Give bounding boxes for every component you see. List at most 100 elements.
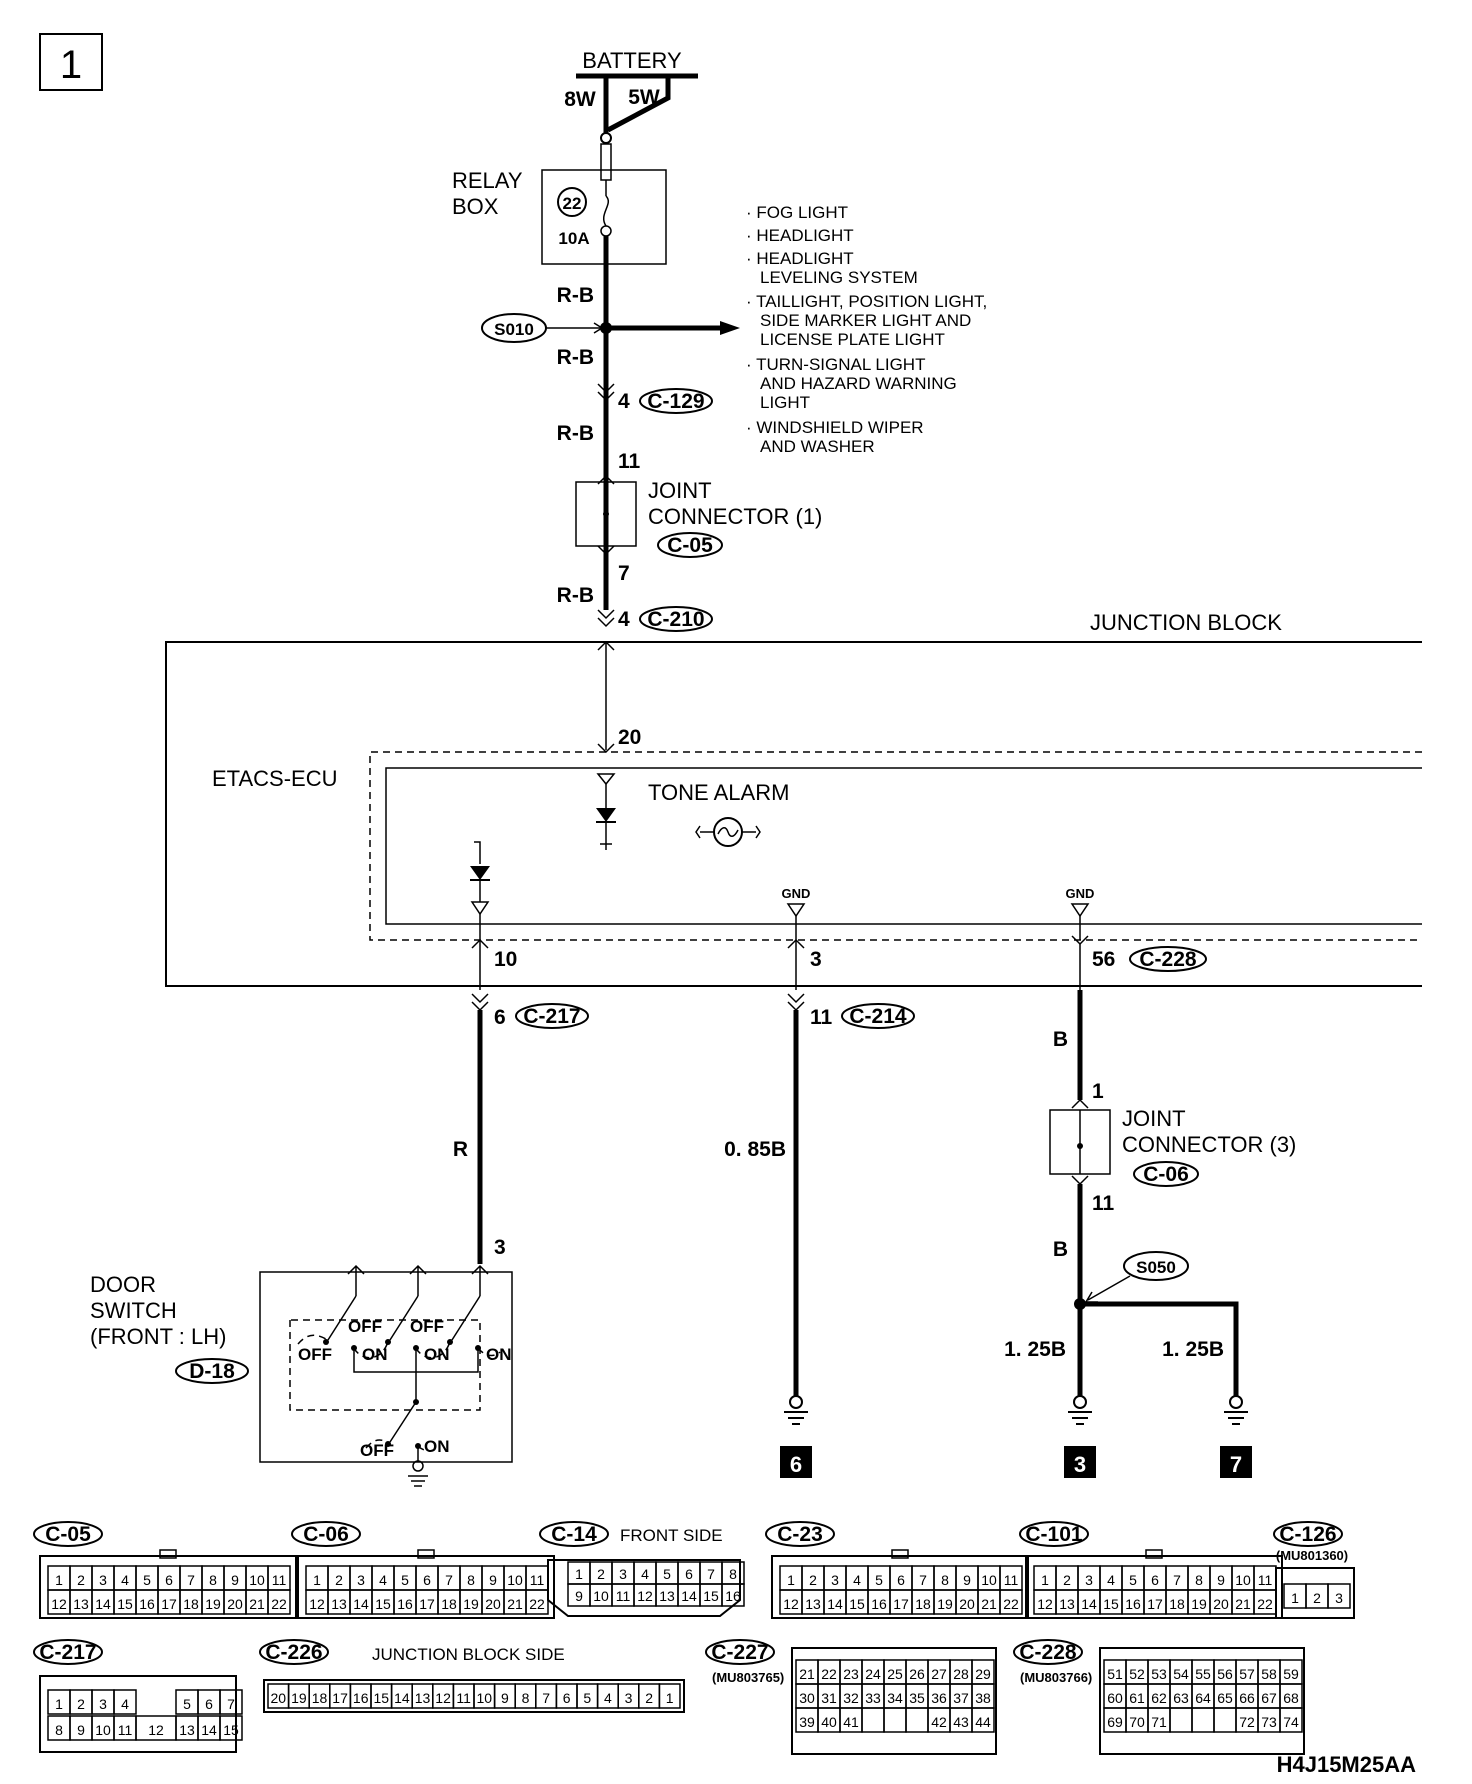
svg-text:C-228: C-228 [1139, 948, 1197, 971]
svg-text:B: B [1053, 1028, 1068, 1051]
connector-view-c-06-pin: 9 [489, 1572, 497, 1588]
connector-view-c-228-pin: 63 [1173, 1690, 1189, 1706]
connector-view-c-14-pin: 11 [616, 1588, 631, 1604]
connector-view-c-101-id-oval [1019, 1521, 1089, 1547]
connector-view-c-101-pin: 4 [1107, 1572, 1115, 1588]
connector-view-c-226-pin: 10 [477, 1690, 493, 1706]
ref-box-7 [1220, 1446, 1252, 1478]
door-switch-state-labels: OFF OFF OFF ON ON ON OFF ON [298, 1317, 512, 1460]
connector-view-c-06-pin: 4 [379, 1572, 387, 1588]
svg-text:C-210: C-210 [647, 608, 704, 631]
svg-text:· WINDSHIELD WIPER: · WINDSHIELD WIPER [746, 418, 924, 437]
connector-view-c-05-cell [267, 1589, 291, 1615]
svg-text:SIDE MARKER LIGHT AND: SIDE MARKER LIGHT AND [760, 311, 971, 330]
connector-view-c-06-pin: 19 [463, 1596, 479, 1612]
connector-view-c-101-pin: 12 [1037, 1596, 1053, 1612]
connector-view-c-06-pin: 1 [313, 1572, 321, 1588]
connector-view-c-101-pin: 20 [1213, 1596, 1229, 1612]
connector-view-c-101-pin: 19 [1191, 1596, 1207, 1612]
svg-text:11: 11 [618, 450, 641, 473]
connector-view-c-228-pin: 69 [1107, 1714, 1123, 1730]
connector-view-c-06-pin: 6 [423, 1572, 431, 1588]
connector-view-c-101-id: C-101 [1025, 1523, 1083, 1546]
svg-text:OFF: OFF [348, 1317, 382, 1336]
connector-view-c-05-pin: 1 [55, 1572, 63, 1588]
connector-view-c-101-pin: 9 [1217, 1572, 1225, 1588]
connector-view-c-23-pin: 11 [1004, 1572, 1019, 1588]
connector-view-c-06-pin: 17 [419, 1596, 435, 1612]
connector-view-c-14-pin: 4 [641, 1566, 649, 1582]
connector-view-c-217-id: C-217 [39, 1641, 96, 1664]
connector-view-c-228-pin: 53 [1151, 1666, 1167, 1682]
svg-text:LEVELING SYSTEM: LEVELING SYSTEM [760, 268, 918, 287]
connector-view-c-227-cell [861, 1707, 885, 1733]
connector-view-c-217-cell [113, 1689, 137, 1715]
svg-text:0. 85B: 0. 85B [724, 1138, 786, 1161]
svg-text:B: B [1053, 1238, 1068, 1261]
connector-view-c-217-id-oval [33, 1639, 103, 1665]
connector-view-c-228-pin: 55 [1195, 1666, 1211, 1682]
svg-text:3: 3 [494, 1236, 506, 1259]
svg-text:C-05: C-05 [667, 534, 713, 557]
etacs-ecu-inner [385, 767, 1422, 925]
connector-view-c-228-pin: 56 [1217, 1666, 1233, 1682]
connector-view-c-226-pin: 7 [542, 1690, 550, 1706]
connector-view-c-14-pin: 5 [663, 1566, 671, 1582]
connector-view-c-05-pin: 5 [143, 1572, 151, 1588]
connector-view-c-227-pin: 26 [909, 1666, 925, 1682]
wire-rb-2: R-B [557, 346, 594, 369]
connector-view-c-217-pin: 5 [183, 1696, 191, 1712]
svg-text:C-217: C-217 [523, 1005, 580, 1028]
connector-view-c-217-pin: 13 [179, 1722, 195, 1738]
svg-text:(FRONT : LH): (FRONT : LH) [90, 1324, 226, 1349]
svg-text:· TAILLIGHT, POSITION LIGHT,: · TAILLIGHT, POSITION LIGHT, [746, 292, 987, 311]
connector-view-c-228-pin: 74 [1283, 1714, 1299, 1730]
wire-5w-label: 5W [628, 86, 660, 109]
connector-view-c-05-pin: 17 [161, 1596, 177, 1612]
connector-view-c-101-pin: 13 [1059, 1596, 1075, 1612]
connector-view-c-23-pin: 17 [893, 1596, 909, 1612]
connector-view-c-227-pin: 27 [931, 1666, 947, 1682]
connector-view-c-101-pin: 22 [1257, 1596, 1273, 1612]
connector-view-c-227-id: C-227 [711, 1641, 768, 1664]
connector-view-c-227-pin: 21 [799, 1666, 815, 1682]
connector-view-c-23-pin: 6 [897, 1572, 905, 1588]
connector-view-c-217-pin: 12 [148, 1722, 164, 1738]
connector-view-c-126-pin: 3 [1335, 1590, 1343, 1606]
connector-view-c-226-pin: 19 [291, 1690, 307, 1706]
door-switch [259, 1271, 513, 1463]
svg-text:S050: S050 [1136, 1258, 1176, 1277]
connector-view-c-228-cell [1191, 1707, 1215, 1733]
connector-view-c-226-cell [658, 1683, 681, 1709]
connector-c129 [639, 388, 713, 414]
svg-text:CONNECTOR (3): CONNECTOR (3) [1122, 1132, 1296, 1157]
connector-view-c-226-id-oval [259, 1639, 329, 1665]
connector-view-c-23-pin: 21 [981, 1596, 997, 1612]
connector-view-c-05-pin: 2 [77, 1572, 85, 1588]
connector-view-c-05-pin: 21 [249, 1596, 265, 1612]
connector-view-c-227-pin: 37 [953, 1690, 969, 1706]
svg-text:S010: S010 [494, 320, 534, 339]
connector-view-c-226-pin: 18 [312, 1690, 328, 1706]
connector-view-c-06-pin: 10 [507, 1572, 523, 1588]
junction-block [165, 641, 1422, 987]
connector-view-c-23-pin: 18 [915, 1596, 931, 1612]
svg-text:1. 25B: 1. 25B [1162, 1338, 1224, 1361]
connector-view-c-05-pin: 4 [121, 1572, 129, 1588]
ref-box-3 [1064, 1446, 1096, 1478]
svg-text:ON: ON [424, 1345, 450, 1364]
connector-view-c-14-pin: 6 [685, 1566, 693, 1582]
connector-view-c-14-pin: 2 [597, 1566, 605, 1582]
connector-view-c-06-pin: 18 [441, 1596, 457, 1612]
connector-c217 [515, 1003, 589, 1029]
connector-view-c-228-cell [1279, 1707, 1303, 1733]
connector-view-c-06-pin: 12 [309, 1596, 325, 1612]
connector-view-c-227-pin: 24 [865, 1666, 881, 1682]
connector-view-c-06-pin: 16 [397, 1596, 413, 1612]
connector-view-c-101-pin: 6 [1151, 1572, 1159, 1588]
connector-view-c-217-pin: 14 [201, 1722, 217, 1738]
connector-view-c-05-pin: 12 [51, 1596, 67, 1612]
connector-view-c-23-id-oval [765, 1521, 835, 1547]
connector-view-c-05-pin: 15 [117, 1596, 133, 1612]
